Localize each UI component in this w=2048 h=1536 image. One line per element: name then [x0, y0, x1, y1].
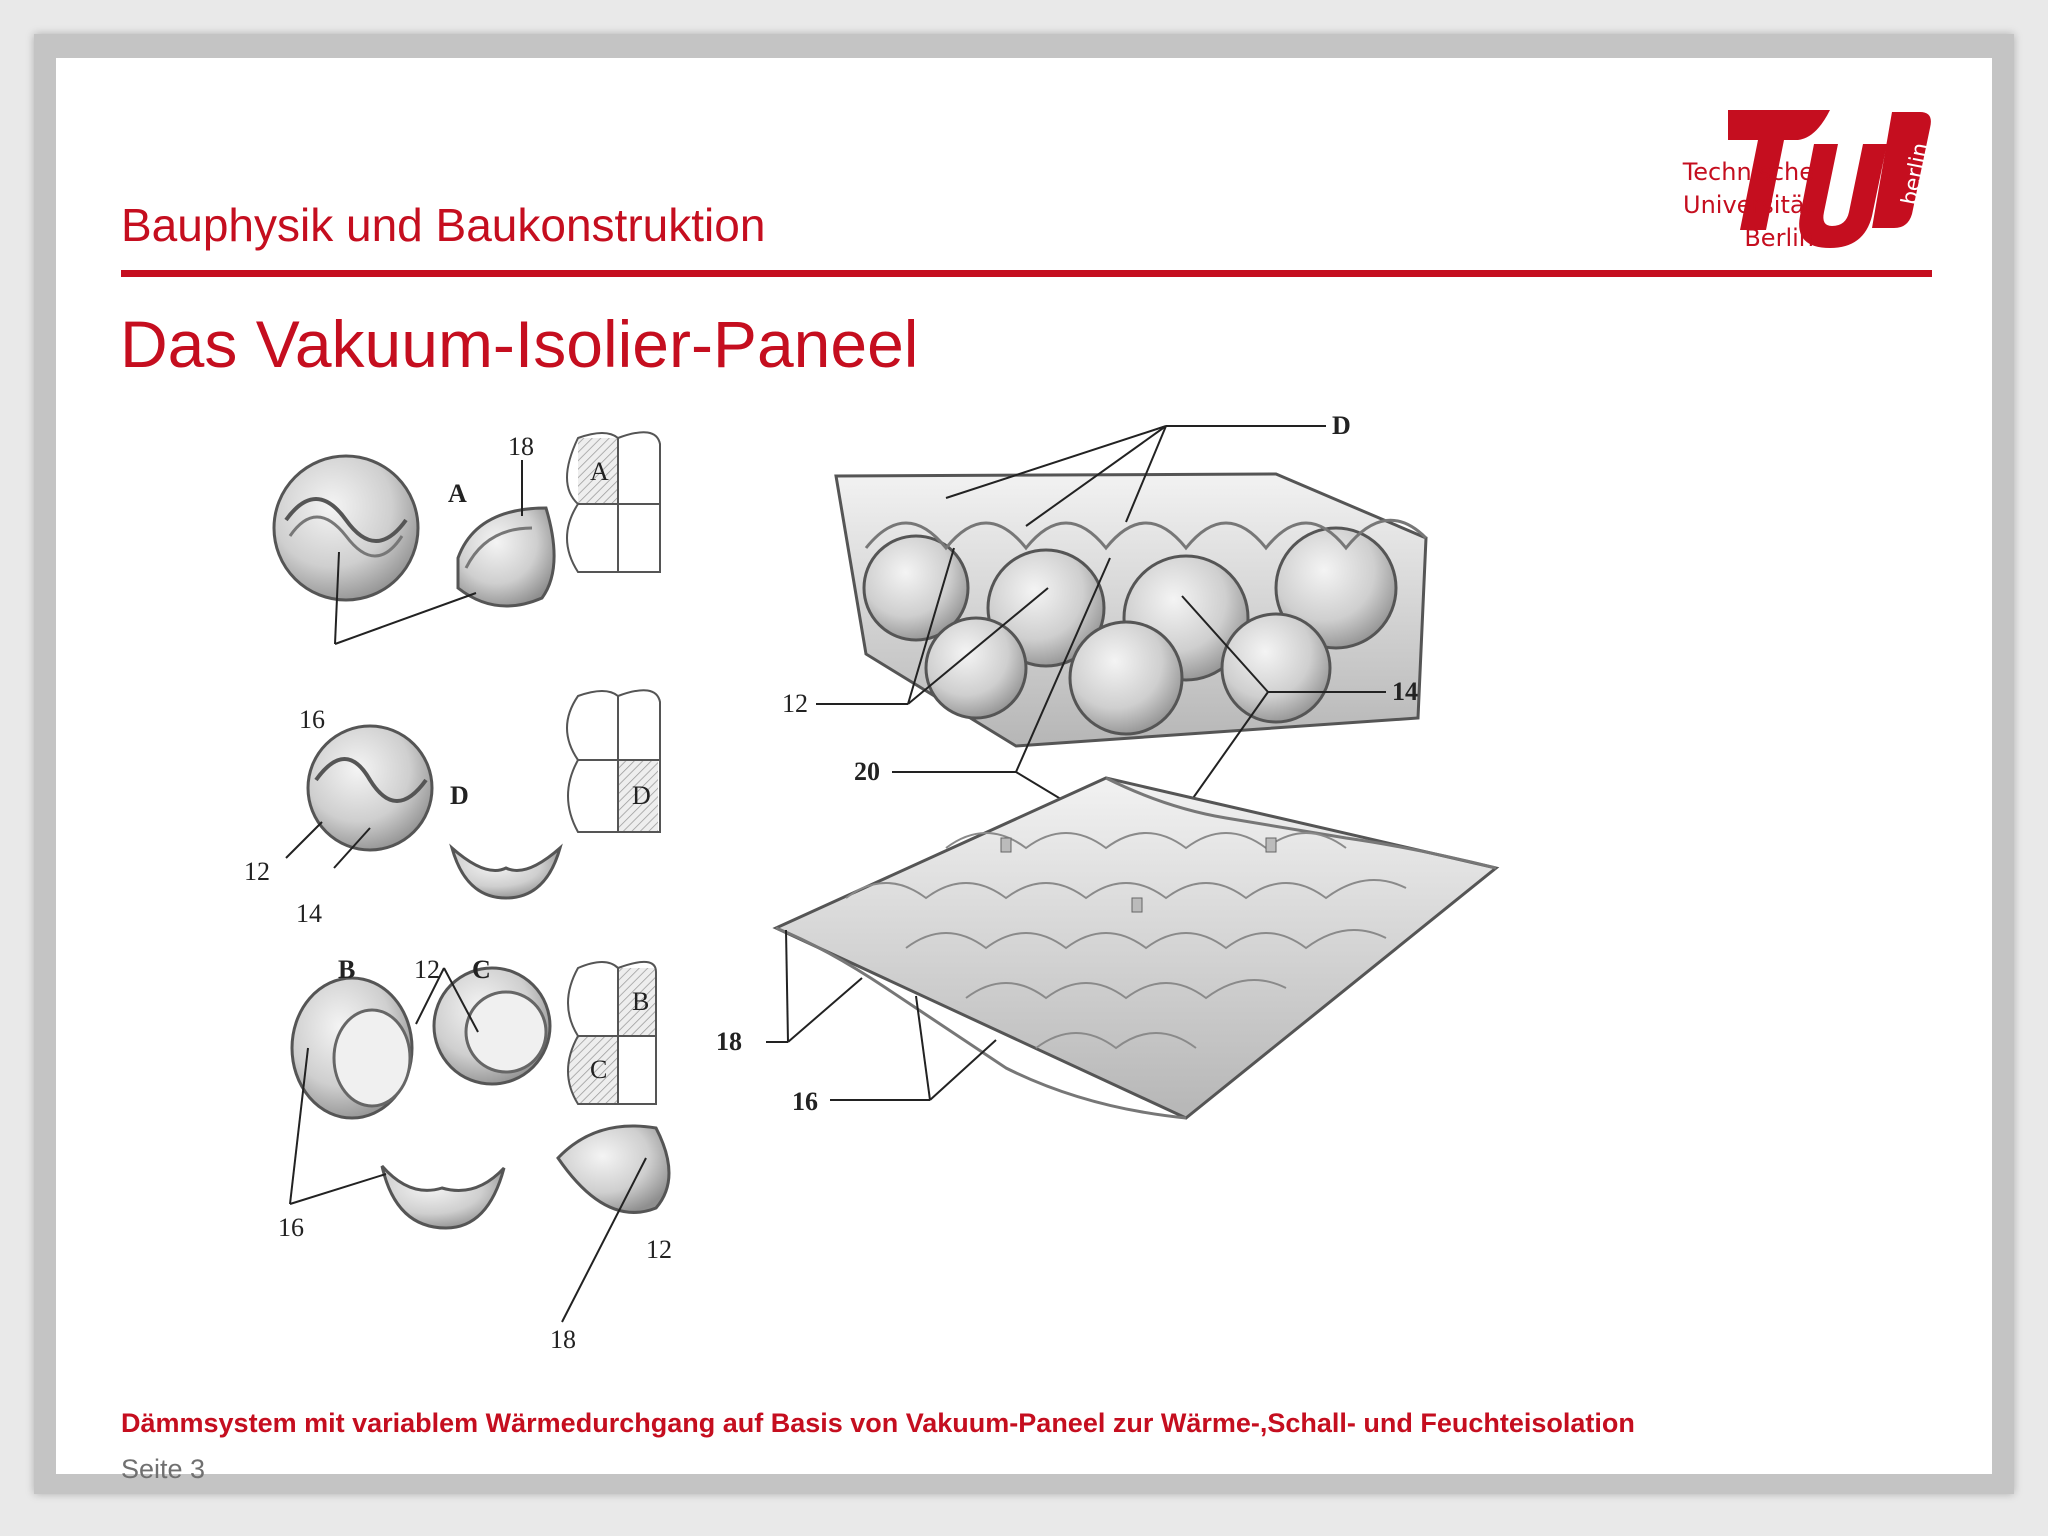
label-18-bottom: 18	[550, 1325, 576, 1354]
tu-logo-mark: berlin	[1728, 110, 1934, 248]
label-12-mid: 12	[244, 857, 270, 886]
label-14-right: 14	[1392, 677, 1418, 706]
logo-line-3: Berlin	[1744, 224, 1814, 252]
vacuum-panel-figure: A 18 16 A	[186, 411, 1926, 1428]
shell-b-part	[380, 1165, 506, 1230]
label-12-bottom: 12	[646, 1235, 672, 1264]
label-d-right: D	[1332, 411, 1351, 440]
ring-b	[290, 976, 414, 1120]
sphere-d-whole	[306, 724, 434, 852]
section-title: Bauphysik und Baukonstruktion	[121, 199, 766, 251]
upper-panel	[834, 472, 1428, 748]
header-rule	[121, 270, 1932, 277]
label-12-bc: 12	[414, 955, 440, 984]
quadrant-label-b: B	[632, 987, 649, 1016]
label-18-top: 18	[508, 432, 534, 461]
label-20: 20	[854, 757, 880, 786]
logo-line-1: Technische	[1682, 158, 1814, 186]
quadrant-label-d: D	[632, 781, 651, 810]
slide-frame: Bauphysik und Baukonstruktion berlin Tec…	[34, 34, 2014, 1494]
label-b: B	[338, 955, 355, 984]
page-number: Seite 3	[121, 1454, 206, 1484]
sphere-a-whole	[272, 454, 420, 602]
shell-c-part	[556, 1124, 671, 1214]
quadrant-label-c: C	[590, 1055, 607, 1084]
quadrant-diagram-d: D	[566, 689, 661, 833]
label-14-mid: 14	[296, 899, 322, 928]
figure-drawing: A 18 16 A	[244, 411, 1500, 1354]
label-c: C	[472, 955, 491, 984]
label-a: A	[448, 479, 467, 508]
ring-c	[432, 966, 552, 1086]
lower-panel	[772, 776, 1500, 1120]
slide: Bauphysik und Baukonstruktion berlin Tec…	[56, 58, 1992, 1484]
sphere-d-part	[449, 843, 563, 900]
quadrant-diagram-a: A	[566, 431, 661, 573]
logo-line-2: Universität	[1683, 191, 1814, 219]
slide-title: Das Vakuum-Isolier-Paneel	[120, 307, 919, 381]
quadrant-diagram-bc: B C	[567, 961, 657, 1105]
quadrant-label-a: A	[590, 457, 609, 486]
logo-wordmark: Technische Universität Berlin	[1654, 156, 1814, 255]
sphere-a-part	[456, 506, 556, 608]
tu-berlin-logo: berlin	[1616, 108, 1936, 268]
label-18-right: 18	[716, 1027, 742, 1056]
label-12-right: 12	[782, 689, 808, 718]
figure-caption: Dämmsystem mit variablem Wärmedurchgang …	[121, 1408, 1635, 1438]
label-16-right: 16	[792, 1087, 818, 1116]
label-16-bottom: 16	[278, 1213, 304, 1242]
label-16-top: 16	[299, 705, 325, 734]
label-d-left: D	[450, 781, 469, 810]
